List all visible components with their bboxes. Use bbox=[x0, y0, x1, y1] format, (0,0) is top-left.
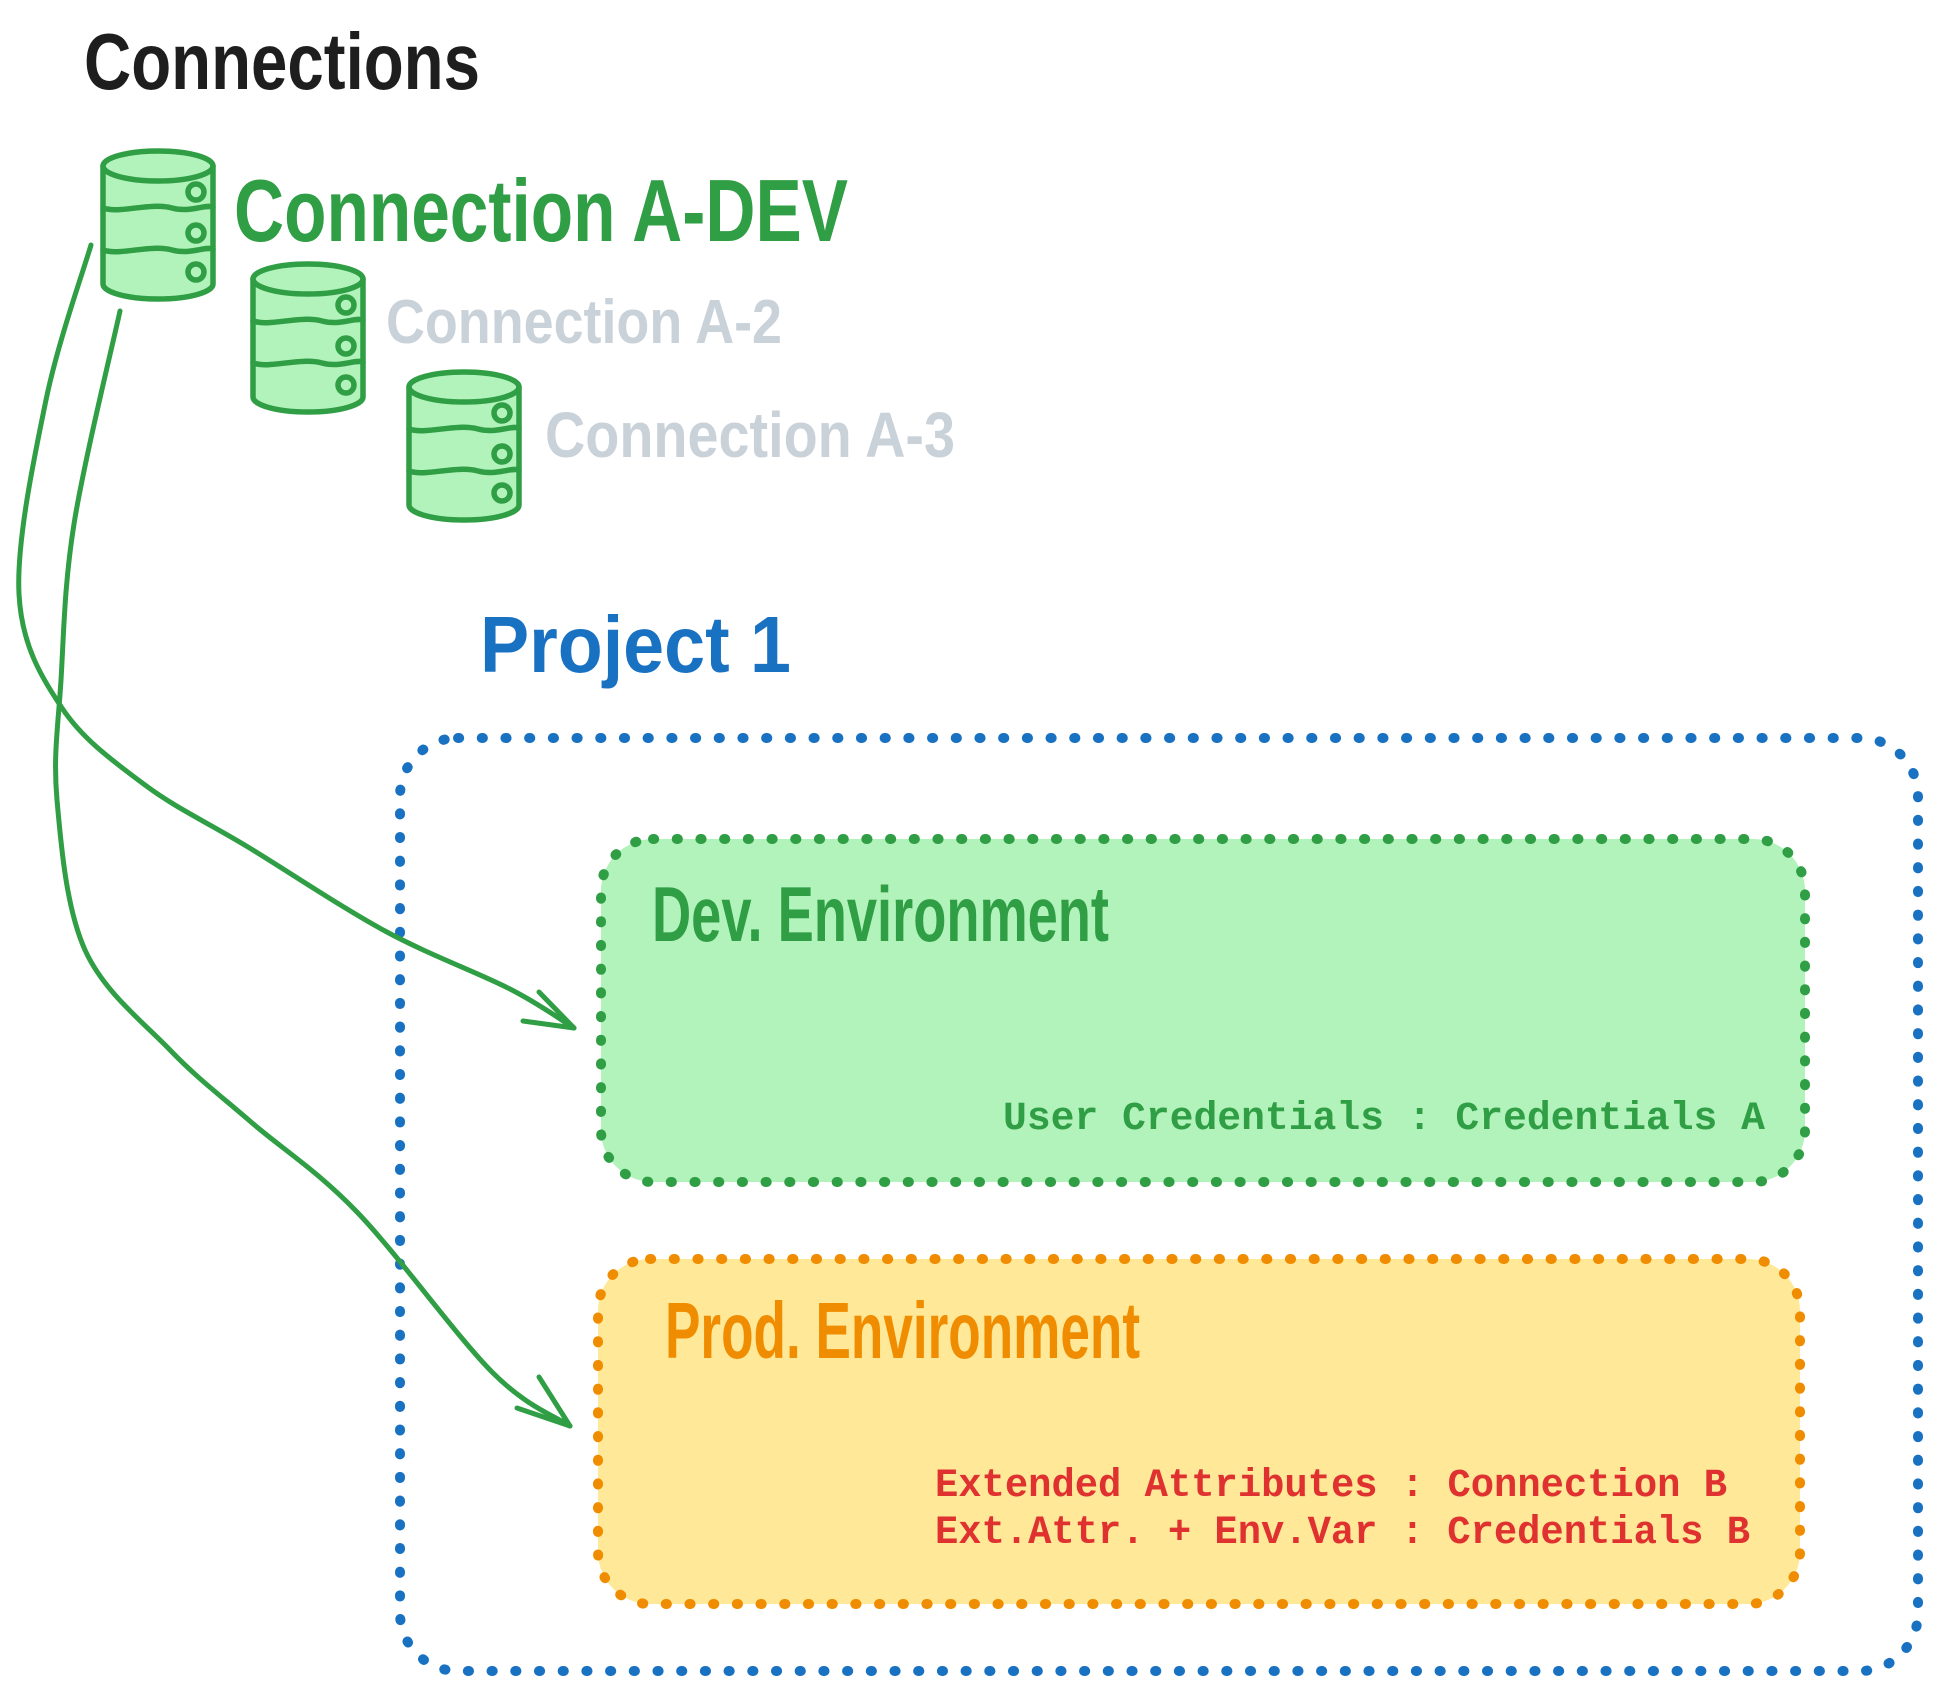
svg-text:Connection A-3: Connection A-3 bbox=[545, 399, 955, 471]
svg-text:Prod. Environment: Prod. Environment bbox=[665, 1286, 1140, 1375]
svg-text:User Credentials : Credentials: User Credentials : Credentials A bbox=[1003, 1097, 1765, 1142]
svg-text:Connections: Connections bbox=[84, 17, 480, 106]
svg-text:Project 1: Project 1 bbox=[480, 600, 791, 689]
svg-text:Connection A-2: Connection A-2 bbox=[386, 288, 782, 357]
svg-text:Dev. Environment: Dev. Environment bbox=[652, 870, 1109, 958]
svg-text:Ext.Attr. + Env.Var : Credenti: Ext.Attr. + Env.Var : Credentials B bbox=[935, 1511, 1750, 1556]
svg-text:Connection A-DEV: Connection A-DEV bbox=[234, 161, 848, 260]
svg-text:Extended Attributes : Connecti: Extended Attributes : Connection B bbox=[935, 1464, 1727, 1509]
